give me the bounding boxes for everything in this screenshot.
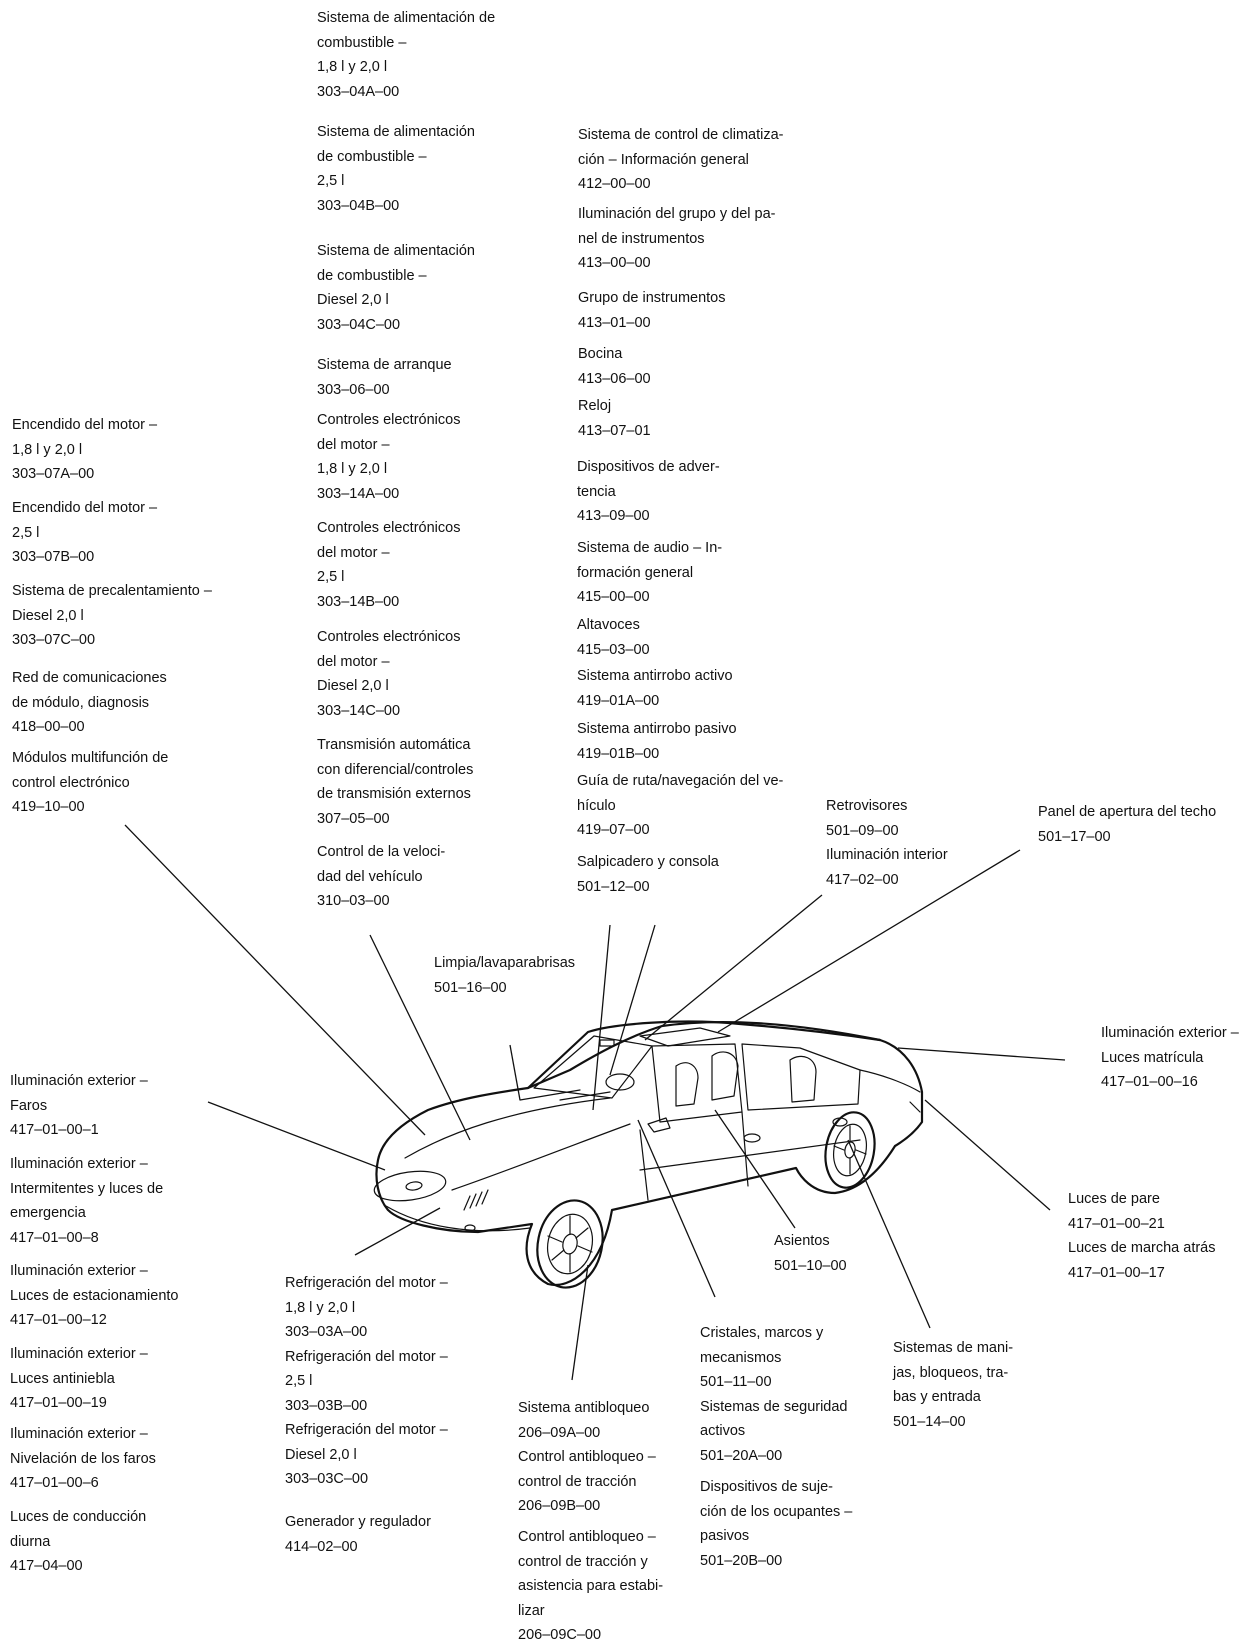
label-climate-control: Sistema de control de climatiza-ción – I… xyxy=(578,127,784,192)
leader-speed-control xyxy=(369,934,471,1141)
leader-roof xyxy=(717,849,1021,1033)
leader-multifunction xyxy=(124,824,426,1136)
leader-instrument-panel xyxy=(609,924,656,1076)
leader-handles xyxy=(847,1139,931,1329)
leader-stop-lamps xyxy=(924,1099,1051,1211)
leader-wipers xyxy=(509,1044,521,1101)
leader-lines xyxy=(124,824,1066,1381)
label-handles-locks: Sistemas de mani-jas, bloqueos, tra-bas … xyxy=(893,1340,1014,1430)
leader-mirrors xyxy=(644,894,823,1041)
leader-panel-2 xyxy=(592,924,611,1111)
label-headlamp-leveling: Iluminación exterior –Nivelación de los … xyxy=(10,1426,156,1491)
label-turn-hazard: Iluminación exterior –Intermitentes y lu… xyxy=(10,1156,164,1246)
leader-cooling xyxy=(354,1207,441,1256)
leader-plate-lamps xyxy=(897,1047,1066,1061)
label-stability: Control antibloqueo –control de tracción… xyxy=(518,1529,664,1643)
label-glow-plug: Sistema de precalentamiento –Diesel 2,0 … xyxy=(12,583,212,648)
leader-seats xyxy=(714,1109,796,1229)
leader-glass xyxy=(637,1119,716,1298)
car-outline xyxy=(373,1020,924,1289)
leader-antilock xyxy=(571,1264,589,1381)
label-parking-lamps: Iluminación exterior –Luces de estaciona… xyxy=(10,1263,179,1328)
label-occupant-restraints: Dispositivos de suje-ción de los ocupant… xyxy=(700,1479,853,1569)
label-instrument-lighting: Iluminación del grupo y del pa-nel de in… xyxy=(578,206,776,271)
leader-headlamps xyxy=(207,1101,386,1171)
